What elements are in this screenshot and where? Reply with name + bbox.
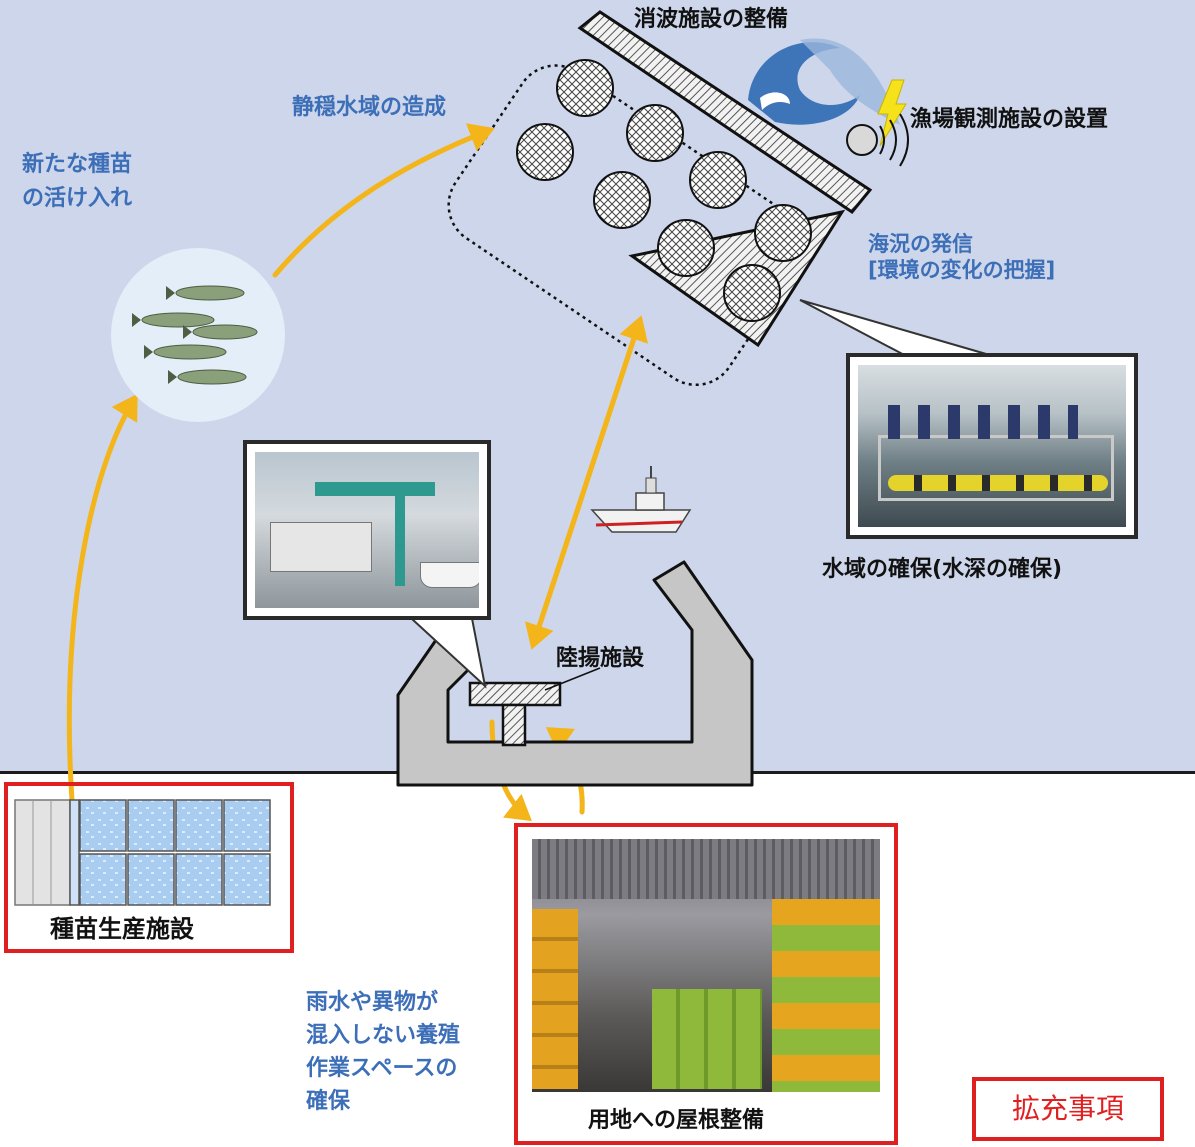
new-seedling-line-1: 新たな種苗 bbox=[22, 152, 133, 177]
aquaculture-raft-photo bbox=[846, 353, 1138, 539]
land-facility-label: 陸揚施設 bbox=[556, 646, 645, 671]
sea-info-label: 海況の発信 [環境の変化の把握] bbox=[868, 231, 1055, 284]
landing-facility-photo bbox=[243, 440, 491, 620]
net-pen bbox=[626, 104, 684, 162]
crane-leg bbox=[395, 496, 405, 586]
raft-frame bbox=[878, 435, 1114, 501]
new-seedling-line-2: の活け入れ bbox=[22, 186, 133, 212]
flow-arrows bbox=[66, 123, 648, 822]
new-seedling-label: 新たな種苗 の活け入れ bbox=[22, 148, 132, 216]
photo-placeholder bbox=[858, 365, 1126, 527]
boat bbox=[420, 562, 479, 588]
wave-icon bbox=[748, 38, 900, 125]
arrow-fish-to-pens bbox=[272, 123, 495, 278]
crates-right bbox=[772, 899, 880, 1092]
callout-pointer bbox=[799, 299, 1001, 359]
workers bbox=[888, 405, 1078, 439]
workspace-line: 作業スペースの bbox=[306, 1056, 458, 1081]
seedling-facility-box: 種苗生産施設 bbox=[4, 782, 294, 953]
breakwater-structure bbox=[577, 10, 873, 215]
net-pens bbox=[516, 59, 812, 322]
expansion-label: 拡充事項 bbox=[1011, 1092, 1124, 1125]
roof-structure bbox=[532, 839, 880, 899]
landing-pier bbox=[468, 681, 562, 747]
crates-left bbox=[532, 909, 578, 1089]
observation-label: 漁場観測施設の設置 bbox=[910, 107, 1109, 132]
net-pen bbox=[689, 151, 747, 209]
net-pen bbox=[723, 264, 781, 322]
sea-info-line-2: [環境の変化の把握] bbox=[868, 258, 1056, 283]
net-pen bbox=[593, 171, 651, 229]
seedling-facility-label: 種苗生産施設 bbox=[50, 915, 194, 943]
radio-signal-icon bbox=[879, 113, 909, 167]
land-facility-leader bbox=[544, 667, 601, 691]
net-pen bbox=[556, 59, 614, 117]
roof-photo bbox=[532, 839, 880, 1092]
net-pen bbox=[754, 204, 812, 262]
net-pen bbox=[657, 219, 715, 277]
workspace-label: 雨水や異物が 混入しない養殖 作業スペースの 確保 bbox=[306, 986, 460, 1118]
seedling-tanks bbox=[14, 799, 271, 906]
truck bbox=[270, 522, 372, 572]
workspace-line: 雨水や異物が bbox=[306, 990, 439, 1015]
workspace-line: 確保 bbox=[306, 1089, 351, 1114]
observation-buoy bbox=[846, 124, 878, 156]
water-area-label: 水域の確保(水深の確保) bbox=[822, 557, 1063, 582]
net-pen bbox=[516, 123, 574, 181]
ship-icon bbox=[590, 466, 692, 533]
roof-label: 用地への屋根整備 bbox=[588, 1108, 765, 1133]
photo-placeholder bbox=[255, 452, 479, 608]
arrow-land-to-pens bbox=[530, 315, 648, 648]
crates-middle bbox=[652, 989, 762, 1089]
crane-beam bbox=[315, 482, 435, 496]
fish-school-icon bbox=[111, 248, 285, 422]
wave-facility-label: 消波施設の整備 bbox=[634, 7, 789, 32]
workspace-line: 混入しない養殖 bbox=[306, 1023, 461, 1048]
arrow-seedling-to-fish bbox=[66, 393, 138, 803]
calm-water-label: 静穏水域の造成 bbox=[292, 95, 447, 120]
floats bbox=[888, 475, 1108, 491]
sea-info-line-1: 海況の発信 bbox=[868, 232, 973, 256]
expansion-legend: 拡充事項 bbox=[972, 1077, 1164, 1141]
roof-box: 用地への屋根整備 bbox=[514, 823, 898, 1145]
